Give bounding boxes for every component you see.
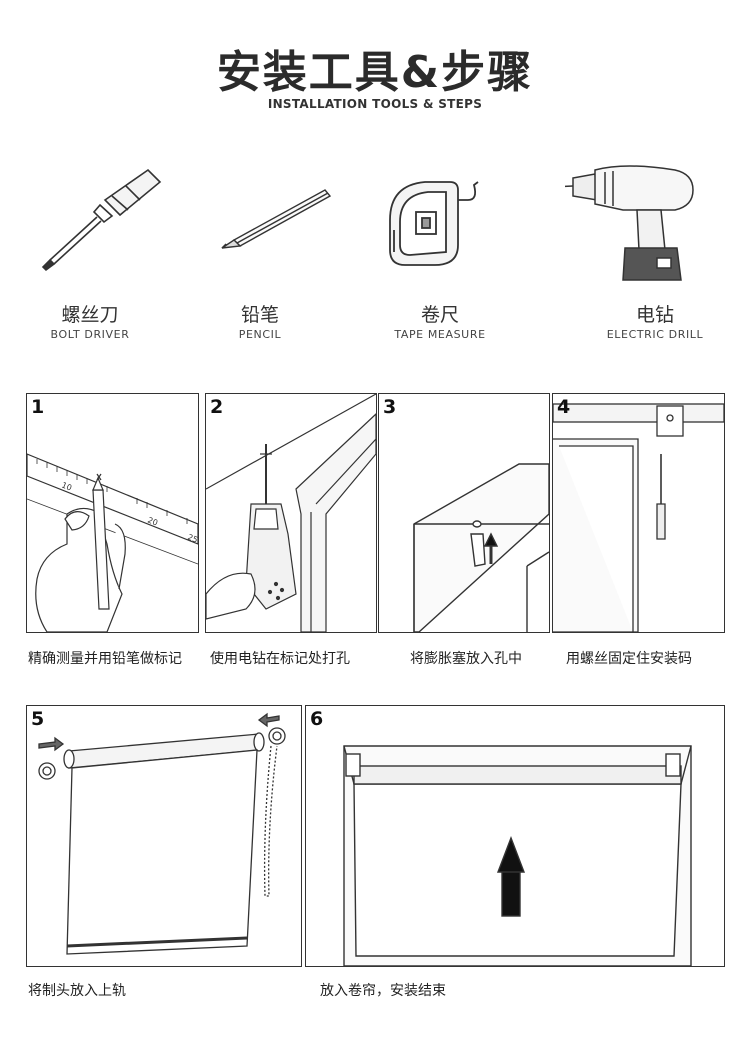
drill-illustration [206, 394, 376, 632]
step-2-caption: 使用电钻在标记处打孔 [210, 651, 350, 667]
tool-pencil: 铅笔 PENCIL [170, 160, 350, 341]
step-6-panel: 6 [305, 705, 725, 967]
tool-electric-drill: 电钻 ELECTRIC DRILL [565, 160, 745, 341]
screwdriver-icon [41, 168, 162, 272]
tool-label-cn: 电钻 [635, 304, 674, 326]
step-4-caption: 用螺丝固定住安装码 [566, 651, 692, 667]
page-subtitle: INSTALLATION TOOLS & STEPS [267, 97, 483, 111]
step-3-panel: 3 [378, 393, 550, 633]
step-6-caption: 放入卷帘，安装结束 [320, 983, 446, 999]
tool-label-cn: 卷尺 [420, 304, 459, 326]
tool-label-en: ELECTRIC DRILL [606, 328, 704, 341]
step-2-panel: 2 [205, 393, 377, 633]
step-1-panel: 1 10 20 25 [26, 393, 199, 633]
bracket-illustration [553, 403, 724, 632]
step-5-caption: 将制头放入上轨 [28, 983, 126, 999]
page-title: 安装工具&步骤 [216, 47, 534, 98]
step-number: 1 [31, 396, 45, 418]
install-complete-illustration [343, 745, 692, 966]
electric-drill-icon [565, 165, 694, 281]
tool-label-en: TAPE MEASURE [394, 328, 486, 341]
pencil-icon [221, 189, 332, 249]
step-number: 2 [210, 396, 224, 418]
step-4-panel: 4 [552, 393, 725, 633]
tool-tape-measure: 卷尺 TAPE MEASURE [350, 160, 530, 341]
step-5-panel: 5 [26, 705, 302, 967]
tool-label-cn: 铅笔 [240, 304, 279, 326]
step-number: 3 [383, 396, 397, 418]
step-number: 4 [557, 396, 571, 418]
step-number: 6 [310, 708, 324, 730]
tool-label-cn: 螺丝刀 [61, 304, 119, 326]
anchor-illustration [413, 463, 549, 632]
ruler-mark: 20 [146, 516, 159, 528]
tool-screwdriver: 螺丝刀 BOLT DRIVER [0, 160, 180, 341]
step-number: 5 [31, 708, 45, 730]
ruler-mark: 25 [186, 533, 198, 545]
step-1-caption: 精确测量并用铅笔做标记 [28, 651, 182, 667]
measure-illustration: 10 20 25 [27, 453, 198, 632]
roller-illustration [38, 712, 286, 955]
tool-label-en: PENCIL [238, 328, 282, 341]
step-3-caption: 将膨胀塞放入孔中 [410, 651, 522, 667]
tape-measure-icon [389, 181, 479, 266]
tool-label-en: BOLT DRIVER [50, 328, 130, 341]
ruler-mark: 10 [60, 481, 73, 493]
